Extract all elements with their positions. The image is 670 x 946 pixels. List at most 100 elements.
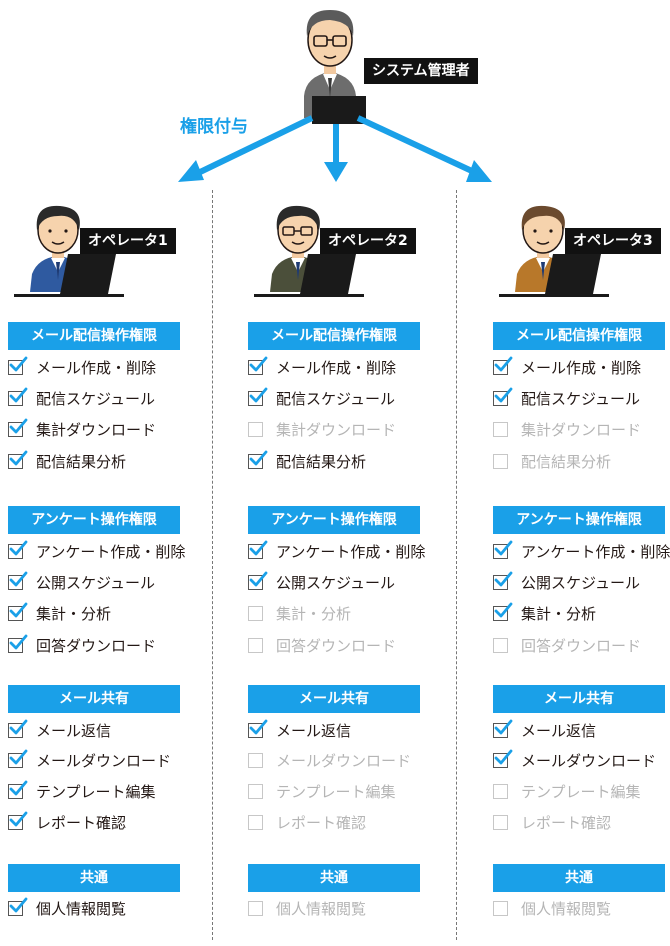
permission-label: 配信スケジュール: [276, 388, 395, 409]
permission-checkbox[interactable]: [248, 422, 263, 437]
permission-label: 集計ダウンロード: [276, 419, 396, 440]
permission-checkbox[interactable]: [8, 606, 23, 621]
section-header: メール共有: [493, 685, 665, 713]
permission-checkbox[interactable]: [493, 901, 508, 916]
permission-item: アンケート作成・削除: [493, 540, 670, 562]
permission-item: 公開スケジュール: [248, 571, 395, 593]
permission-checkbox[interactable]: [8, 360, 23, 375]
permission-item: 配信結果分析: [248, 450, 366, 472]
permission-checkbox[interactable]: [8, 454, 23, 469]
permission-checkbox[interactable]: [8, 901, 23, 916]
permission-checkbox[interactable]: [493, 360, 508, 375]
section-header: アンケート操作権限: [493, 506, 665, 534]
operator-label: オペレータ1: [80, 228, 176, 254]
permission-item: 個人情報閲覧: [8, 897, 126, 919]
permission-checkbox[interactable]: [8, 784, 23, 799]
permission-label: 回答ダウンロード: [521, 635, 641, 656]
permission-item: テンプレート編集: [8, 780, 156, 802]
section-header: メール配信操作権限: [493, 322, 665, 350]
permission-label: 回答ダウンロード: [36, 635, 156, 656]
permission-checkbox[interactable]: [493, 815, 508, 830]
permission-checkbox[interactable]: [248, 454, 263, 469]
permission-checkbox[interactable]: [248, 815, 263, 830]
checkmark-icon: [8, 418, 28, 436]
checkmark-icon: [248, 540, 268, 558]
permission-checkbox[interactable]: [248, 391, 263, 406]
permission-label: レポート確認: [36, 812, 126, 833]
permission-label: 個人情報閲覧: [36, 898, 126, 919]
checkmark-icon: [8, 571, 28, 589]
permission-label: メールダウンロード: [276, 750, 411, 771]
permission-checkbox[interactable]: [8, 753, 23, 768]
permission-item: テンプレート編集: [493, 780, 641, 802]
permission-checkbox[interactable]: [248, 901, 263, 916]
checkmark-icon: [8, 387, 28, 405]
permission-checkbox[interactable]: [493, 575, 508, 590]
permission-label: 公開スケジュール: [521, 572, 640, 593]
permission-checkbox[interactable]: [493, 544, 508, 559]
permission-item: レポート確認: [248, 811, 366, 833]
permission-checkbox[interactable]: [8, 391, 23, 406]
permission-checkbox[interactable]: [493, 391, 508, 406]
permission-checkbox[interactable]: [493, 422, 508, 437]
permission-checkbox[interactable]: [493, 723, 508, 738]
permission-checkbox[interactable]: [8, 815, 23, 830]
permission-checkbox[interactable]: [248, 606, 263, 621]
checkmark-icon: [493, 356, 513, 374]
arrow-center-head: [324, 162, 348, 182]
permission-label: メール作成・削除: [521, 357, 641, 378]
permission-item: アンケート作成・削除: [8, 540, 185, 562]
permission-label: メールダウンロード: [521, 750, 656, 771]
permission-checkbox[interactable]: [248, 723, 263, 738]
permission-checkbox[interactable]: [8, 723, 23, 738]
checkmark-icon: [493, 602, 513, 620]
permission-label: メール作成・削除: [276, 357, 396, 378]
checkmark-icon: [8, 540, 28, 558]
permission-checkbox[interactable]: [493, 638, 508, 653]
checkmark-icon: [493, 540, 513, 558]
column-divider-1: [212, 190, 213, 940]
permission-label: テンプレート編集: [36, 781, 156, 802]
permission-checkbox[interactable]: [493, 606, 508, 621]
permission-checkbox[interactable]: [493, 784, 508, 799]
permission-label: レポート確認: [276, 812, 366, 833]
section-header: メール配信操作権限: [8, 322, 180, 350]
permission-checkbox[interactable]: [493, 454, 508, 469]
permission-checkbox[interactable]: [493, 753, 508, 768]
section-header: アンケート操作権限: [248, 506, 420, 534]
permission-checkbox[interactable]: [248, 575, 263, 590]
permission-label: 集計ダウンロード: [36, 419, 156, 440]
permission-label: メール返信: [521, 720, 596, 741]
permission-item: 配信結果分析: [8, 450, 126, 472]
permission-item: メールダウンロード: [493, 749, 656, 771]
permission-item: メールダウンロード: [248, 749, 411, 771]
permission-checkbox[interactable]: [248, 753, 263, 768]
checkmark-icon: [248, 387, 268, 405]
column-divider-2: [456, 190, 457, 940]
arrow-left-head: [178, 160, 204, 182]
permission-item: 集計・分析: [248, 602, 351, 624]
permission-checkbox[interactable]: [248, 360, 263, 375]
permission-checkbox[interactable]: [8, 422, 23, 437]
permission-checkbox[interactable]: [248, 544, 263, 559]
grant-label: 権限付与: [180, 112, 248, 137]
permission-label: 集計・分析: [521, 603, 596, 624]
permission-checkbox[interactable]: [8, 544, 23, 559]
operator-label: オペレータ3: [565, 228, 661, 254]
permission-checkbox[interactable]: [248, 638, 263, 653]
permission-checkbox[interactable]: [8, 575, 23, 590]
permission-label: 集計ダウンロード: [521, 419, 641, 440]
section-header: 共通: [493, 864, 665, 892]
permission-checkbox[interactable]: [248, 784, 263, 799]
permission-label: 集計・分析: [36, 603, 111, 624]
permission-checkbox[interactable]: [8, 638, 23, 653]
checkmark-icon: [493, 571, 513, 589]
permission-item: 公開スケジュール: [8, 571, 155, 593]
permission-label: アンケート作成・削除: [276, 541, 425, 562]
checkmark-icon: [248, 450, 268, 468]
section-header: メール共有: [8, 685, 180, 713]
permission-label: メール返信: [276, 720, 351, 741]
permission-item: 集計ダウンロード: [493, 418, 641, 440]
permission-item: 配信結果分析: [493, 450, 611, 472]
permission-label: 配信結果分析: [521, 451, 611, 472]
